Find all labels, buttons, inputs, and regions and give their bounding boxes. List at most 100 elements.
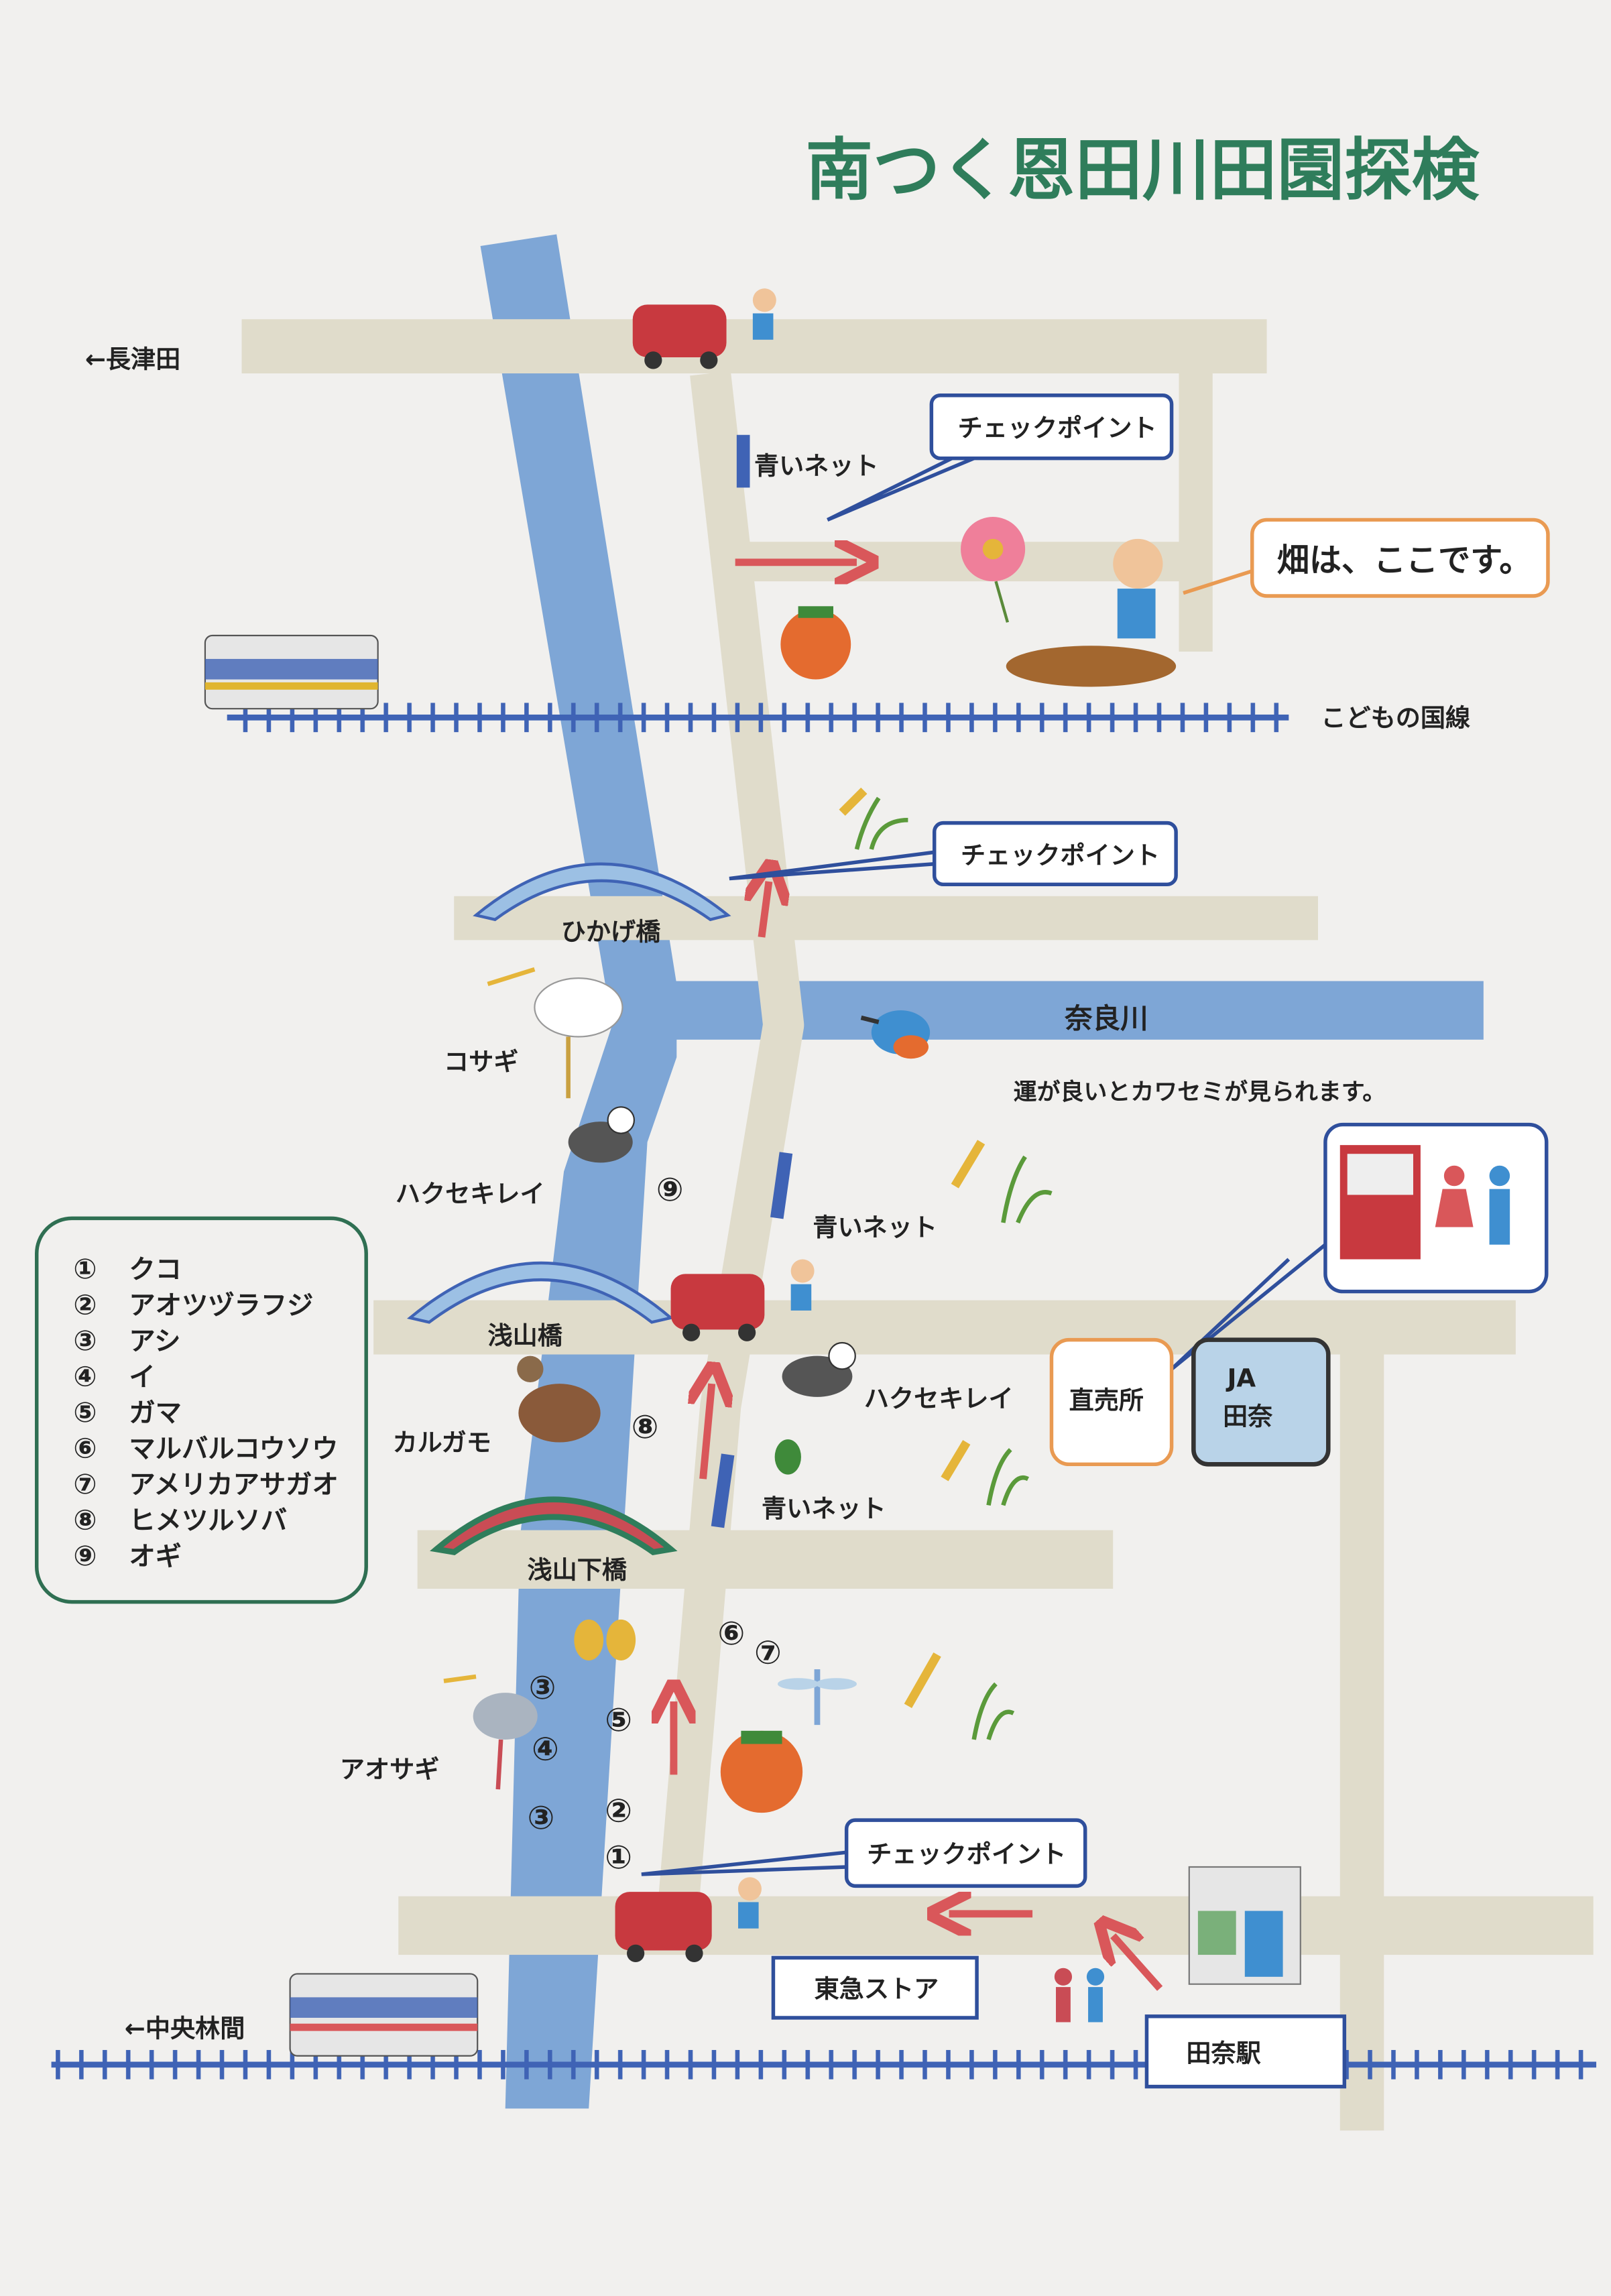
persimmon-icon: [720, 1730, 803, 1813]
marker-9: ⑨: [656, 1171, 684, 1209]
legend-plant-name: オギ: [129, 1542, 182, 1572]
tokyu-store-box: [771, 1955, 979, 2020]
arrow-icon: [1113, 1936, 1163, 1991]
legend-plant-name: アシ: [129, 1327, 180, 1357]
marker-2: ②: [605, 1792, 632, 1829]
rice-plant-icon: [941, 1440, 1029, 1506]
arrow-icon: [703, 1384, 712, 1479]
legend-number: ⑦: [73, 1467, 97, 1500]
rice-plant-icon: [839, 787, 908, 850]
onda-river: [480, 234, 677, 2109]
legend-box: [35, 1216, 368, 1604]
arrow-icon: [762, 882, 769, 938]
tana-station-box: [1144, 2014, 1347, 2089]
railway-denentoshi: [51, 2050, 1597, 2079]
railway-kodomonokuni: [227, 703, 1289, 733]
nara-river-label: 奈良川: [1064, 1002, 1148, 1034]
wagtail-icon: [568, 1106, 636, 1163]
persimmon-icon: [780, 606, 851, 680]
blue-net-label: 青いネット: [762, 1494, 886, 1523]
restroom-icon: [1435, 1165, 1510, 1245]
child-running-icon: [738, 1877, 762, 1929]
blue-net-marker: [770, 1152, 793, 1219]
beetle-icon: [774, 1439, 801, 1475]
marker-8: ⑧: [632, 1408, 659, 1446]
people-icon: [1054, 1968, 1105, 2022]
kingfisher-icon: [860, 1010, 931, 1059]
train-icon: [204, 634, 379, 710]
checkpoint-middle-label: チェックポイント: [961, 841, 1160, 870]
marker-1: ①: [605, 1839, 632, 1876]
blue-net-marker: [711, 1453, 735, 1528]
tokyu-store-label: 東急ストア: [815, 1974, 939, 2003]
car-icon: [670, 1274, 765, 1341]
field-callout-box: [1250, 518, 1550, 598]
legend-number: ⑨: [73, 1539, 97, 1572]
egret-icon: [487, 967, 623, 1099]
legend-plant-name: ヒメツルソバ: [129, 1506, 287, 1536]
butterfly-icon: [574, 1619, 636, 1661]
blue-net-label: 青いネット: [813, 1213, 937, 1242]
legend-number: ①: [73, 1252, 97, 1285]
blue-net-marker: [736, 434, 750, 488]
road-hikage: [454, 896, 1319, 941]
tana-station-label: 田奈駅: [1186, 2039, 1260, 2068]
blue-net-label: 青いネット: [754, 452, 879, 481]
legend-plant-name: ガマ: [129, 1398, 182, 1429]
marker-5: ⑤: [605, 1701, 632, 1739]
child-digging-icon: [1006, 538, 1177, 687]
marker-4: ④: [532, 1731, 559, 1768]
checkpoint-top-label: チェックポイント: [958, 414, 1157, 442]
legend-plant-name: アオツヅラフジ: [129, 1290, 313, 1321]
road-asayama-shita: [417, 1530, 1114, 1589]
dragonfly-icon: [777, 1669, 857, 1726]
map-title: 南つく恩田川田園探検: [805, 131, 1479, 209]
checkpoint-bottom-box: [844, 1818, 1087, 1888]
callout-pointer: [729, 850, 935, 881]
car-icon: [615, 1892, 712, 1962]
asayama-shita-bridge-label: 浅山下橋: [527, 1556, 627, 1585]
callout-pointer: [641, 1850, 847, 1876]
marker-7: ⑦: [754, 1634, 782, 1671]
roads: [241, 319, 1594, 2131]
field-label: 畑は、ここです。: [1277, 542, 1532, 579]
marker-3: ③: [527, 1799, 554, 1837]
child-running-icon: [790, 1259, 815, 1311]
hikage-bridge-label: ひかげ橋: [561, 917, 661, 946]
child-running-icon: [752, 288, 776, 340]
checkpoint-middle-box: [932, 821, 1178, 887]
ja-tana-box: [1191, 1337, 1331, 1467]
legend-plant-name: マルバルコウソウ: [129, 1434, 338, 1464]
marker-6: ⑥: [717, 1615, 745, 1652]
rice-plant-icon: [951, 1140, 1053, 1224]
duck-icon: [517, 1355, 601, 1443]
flower-icon: [961, 517, 1026, 623]
kingfisher-note: 運が良いとカワセミが見られます。: [1014, 1079, 1386, 1105]
marker-3: ③: [529, 1669, 556, 1707]
road-main-vertical: [656, 371, 804, 1927]
legend-number: ⑤: [73, 1396, 97, 1429]
road-station: [398, 1896, 1594, 1955]
asayama-bridge-arch: [406, 1261, 674, 1324]
legend-number: ⑧: [73, 1504, 97, 1536]
asayama-shita-bridge-arch: [430, 1496, 678, 1555]
wagtail-icon: [782, 1341, 856, 1397]
road-right-top: [1179, 373, 1213, 652]
kodomonokuni-line-label: こどもの国線: [1321, 703, 1470, 732]
legend-plant-name: クコ: [129, 1255, 182, 1285]
road-right-bottom: [1339, 1303, 1384, 2131]
hakusekirei-label: ハクセキレイ: [864, 1384, 1014, 1413]
legend-plant-name: イ: [129, 1362, 155, 1392]
train-icon: [289, 1973, 479, 2057]
heron-icon: [443, 1674, 538, 1790]
hikage-bridge-arch: [473, 862, 731, 922]
checkpoint-top-box: [929, 394, 1174, 461]
aosagi-label: アオサギ: [340, 1755, 440, 1784]
asayama-bridge-label: 浅山橋: [488, 1321, 563, 1350]
callout-pointer: [827, 457, 975, 522]
tana-label: 田奈: [1223, 1402, 1273, 1431]
legend-plant-name: アメリカアサガオ: [129, 1470, 338, 1500]
vending-machine-icon: [1339, 1145, 1421, 1260]
